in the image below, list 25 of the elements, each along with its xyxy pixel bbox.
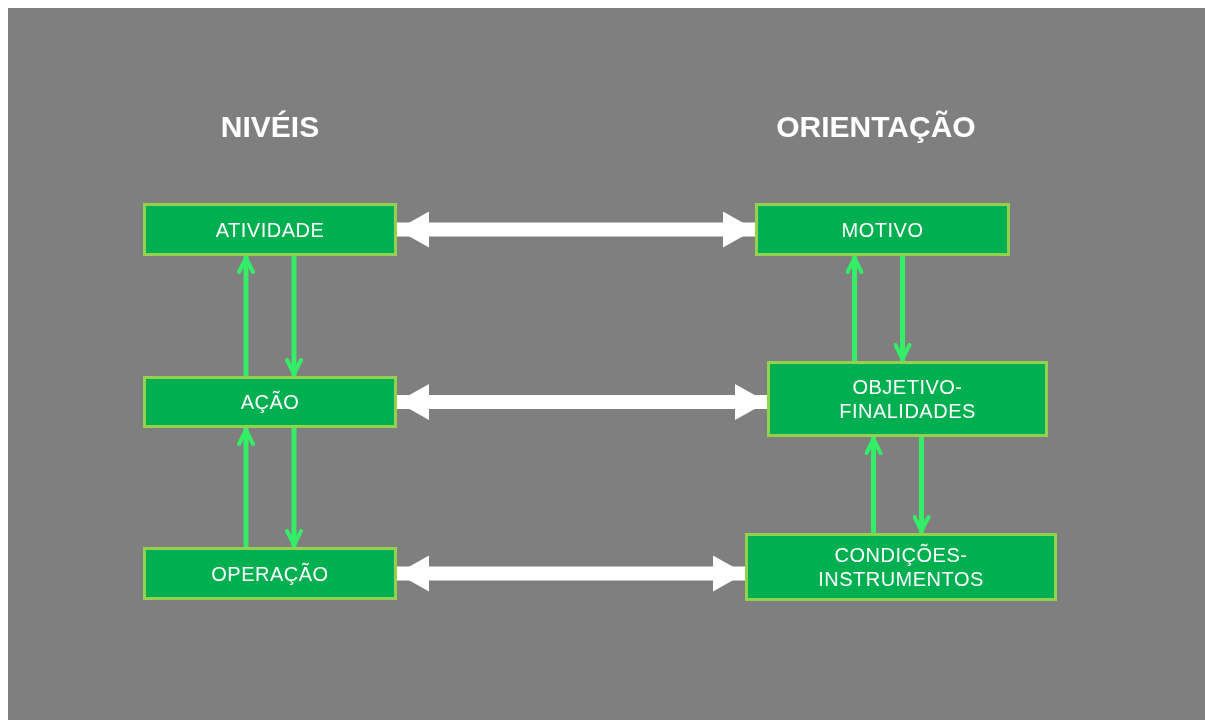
box-label: OPERAÇÃO [211, 561, 329, 586]
arrow [237, 256, 255, 376]
box-label: CONDIÇÕES- INSTRUMENTOS [817, 543, 985, 591]
arrow [893, 256, 912, 361]
column-heading: NIVÉIS [219, 110, 321, 144]
double-arrow [397, 384, 767, 420]
box-label: OBJETIVO- FINALIDADES [838, 375, 977, 423]
level-box [143, 376, 397, 428]
level-box [143, 203, 397, 256]
double-arrow [397, 555, 745, 592]
arrow [237, 428, 255, 547]
level-box [745, 533, 1057, 601]
arrow [864, 437, 883, 533]
level-box [143, 547, 397, 600]
arrow [285, 428, 303, 547]
box-label: AÇÃO [240, 390, 300, 414]
double-arrow [397, 211, 755, 248]
box-label: MOTIVO [841, 217, 924, 242]
arrow [285, 256, 303, 376]
level-box [767, 361, 1048, 437]
level-box [755, 203, 1010, 256]
box-label: ATIVIDADE [215, 217, 325, 242]
arrow [845, 256, 864, 361]
arrow [912, 437, 931, 533]
column-heading: ORIENTAÇÃO [775, 110, 977, 144]
